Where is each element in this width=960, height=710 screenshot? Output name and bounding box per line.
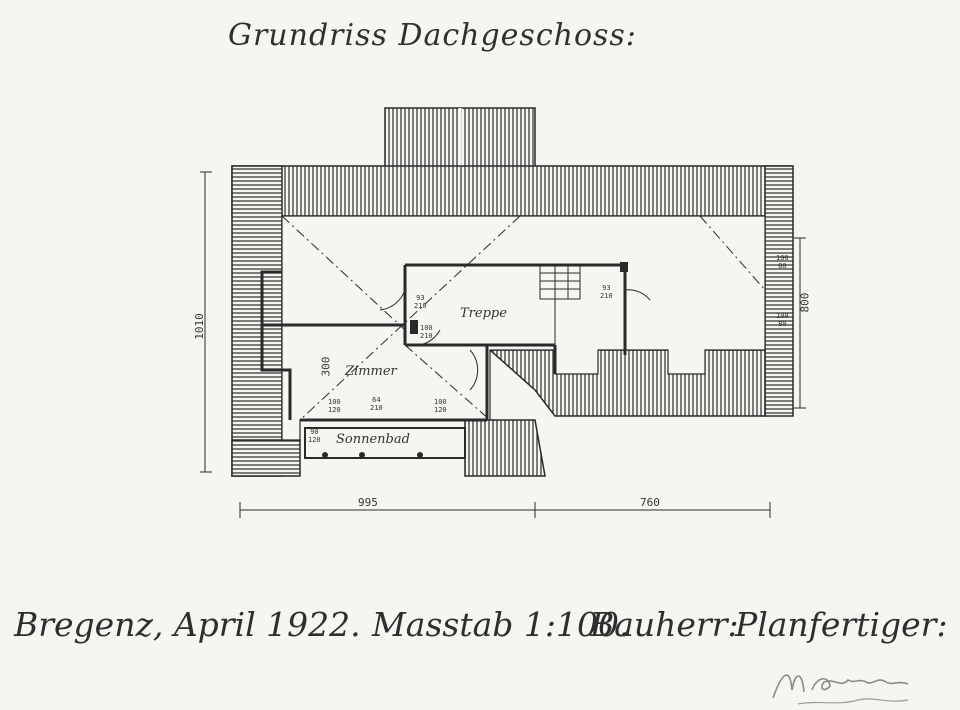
roof-band xyxy=(231,165,794,477)
hip-lines xyxy=(281,215,766,421)
footer-planner: Planfertiger: xyxy=(735,605,948,644)
dimension-door-stair-left: 93 210 xyxy=(414,294,427,310)
dimension-right-upper: 100 80 xyxy=(776,254,789,270)
dimension-width-left: 995 xyxy=(358,496,378,509)
dimension-height-total: 1010 xyxy=(192,313,206,340)
dimension-right-lower: 100 80 xyxy=(776,312,789,328)
balcony xyxy=(304,262,628,459)
dimension-wall-left: 300 xyxy=(319,356,333,377)
door-swings xyxy=(379,289,651,391)
dimension-door-room-mid: 64 210 xyxy=(370,396,383,412)
dimension-right-total: 800 xyxy=(798,292,812,313)
footer-place-date: Bregenz, April 1922. xyxy=(14,605,361,644)
footer-owner: Bauherr: xyxy=(590,605,739,644)
drawing-title: Grundriss Dachgeschoss: xyxy=(228,18,637,53)
dimension-door-stair-right: 93 210 xyxy=(600,284,613,300)
room-label-stair: Treppe xyxy=(460,306,507,321)
dimension-width-right: 760 xyxy=(640,496,660,509)
attic-floor xyxy=(281,215,766,441)
dimension-lines xyxy=(200,171,806,518)
dimension-balcony-side: 90 120 xyxy=(308,428,321,444)
dimension-door-room-right: 100 120 xyxy=(434,398,447,414)
room-label-room: Zimmer xyxy=(345,364,397,379)
dimension-door-room-left: 100 120 xyxy=(328,398,341,414)
footer-scale: Masstab 1:100. xyxy=(372,605,630,644)
dimension-door-room-top: 100 210 xyxy=(420,324,433,340)
planner-signature xyxy=(772,674,909,705)
room-label-balcony: Sonnenbad xyxy=(336,432,410,447)
staircase xyxy=(539,264,581,345)
